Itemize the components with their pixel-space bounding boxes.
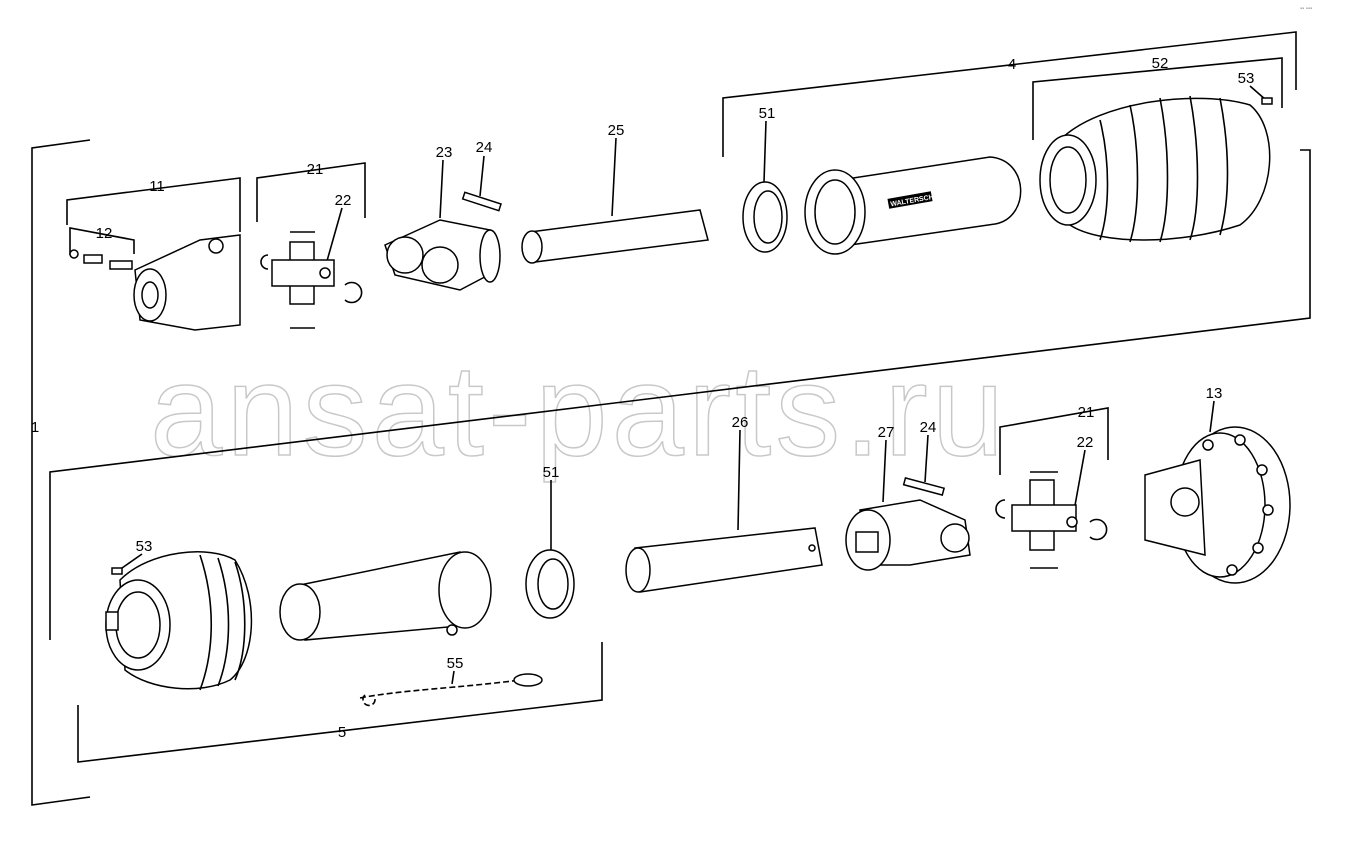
- profile-tube-outer-part: [521, 209, 709, 264]
- chain-part: [359, 673, 543, 707]
- label-27: 27: [878, 424, 895, 441]
- profile-tube-inner-part: [625, 527, 823, 593]
- guard-cone-bottom-part: [105, 551, 253, 691]
- clutch-part: [1144, 426, 1291, 584]
- guard-cone-part: [1039, 95, 1273, 243]
- label-22-bottom: 22: [1077, 434, 1094, 451]
- label-51-top: 51: [759, 105, 776, 122]
- yoke-part: [69, 234, 241, 331]
- label-24-top: 24: [476, 139, 493, 156]
- label-12: 12: [96, 225, 113, 242]
- label-51-bottom: 51: [543, 464, 560, 481]
- cross-kit-bottom-part: [995, 471, 1108, 569]
- label-52: 52: [1152, 55, 1169, 72]
- callout-labels: 1 4 5 11 12 13 21 22 23 24 25 26 27 21 2…: [31, 55, 1255, 741]
- label-21-bottom: 21: [1078, 404, 1095, 421]
- label-55: 55: [447, 655, 464, 672]
- inner-yoke-top-part: [384, 191, 502, 291]
- label-23: 23: [436, 144, 453, 161]
- guard-tube-inner-part: [279, 551, 492, 641]
- assembly-brackets: [31, 31, 1311, 806]
- label-21-top: 21: [307, 161, 324, 178]
- inner-yoke-bottom-part: [845, 477, 971, 571]
- bearing-ring-bottom-part: [525, 549, 575, 619]
- label-4: 4: [1008, 56, 1016, 73]
- label-53-bottom: 53: [136, 538, 153, 555]
- cross-kit-top-part: [260, 231, 363, 329]
- bearing-ring-top-part: [742, 181, 788, 253]
- label-24-bottom: 24: [920, 419, 937, 436]
- watermark: ansat-parts.ru: [150, 337, 1008, 483]
- label-25: 25: [608, 122, 625, 139]
- label-13: 13: [1206, 385, 1223, 402]
- corner-mark: ▪▪ ▪▪▪: [1300, 6, 1312, 12]
- label-5: 5: [338, 724, 346, 741]
- label-22-top: 22: [335, 192, 352, 209]
- label-26: 26: [732, 414, 749, 431]
- clutch-bolts: [1202, 434, 1274, 576]
- label-53-top: 53: [1238, 70, 1255, 87]
- guard-tube-outer-part: WALTERSCHEID: [804, 156, 1022, 255]
- label-1: 1: [31, 419, 39, 436]
- label-11: 11: [149, 178, 165, 195]
